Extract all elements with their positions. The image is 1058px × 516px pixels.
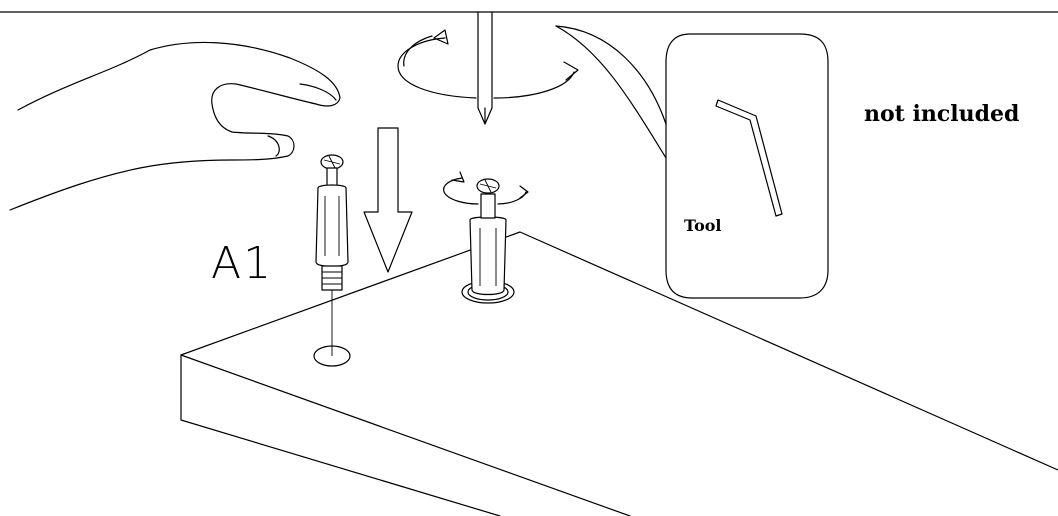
panel-board xyxy=(181,232,1058,516)
not-included-label: not included xyxy=(864,101,1019,127)
hex-key-icon xyxy=(716,100,782,216)
tool-label: Tool xyxy=(684,216,722,235)
screwdriver-icon xyxy=(478,12,492,124)
installed-dowel-icon xyxy=(462,179,514,303)
hand-icon xyxy=(10,42,340,210)
cam-dowel-icon xyxy=(316,155,348,290)
part-code-label: A1 xyxy=(211,238,273,289)
tool-callout xyxy=(556,26,828,298)
down-arrow-icon xyxy=(364,128,412,272)
rotation-arrow-icon xyxy=(398,30,578,98)
